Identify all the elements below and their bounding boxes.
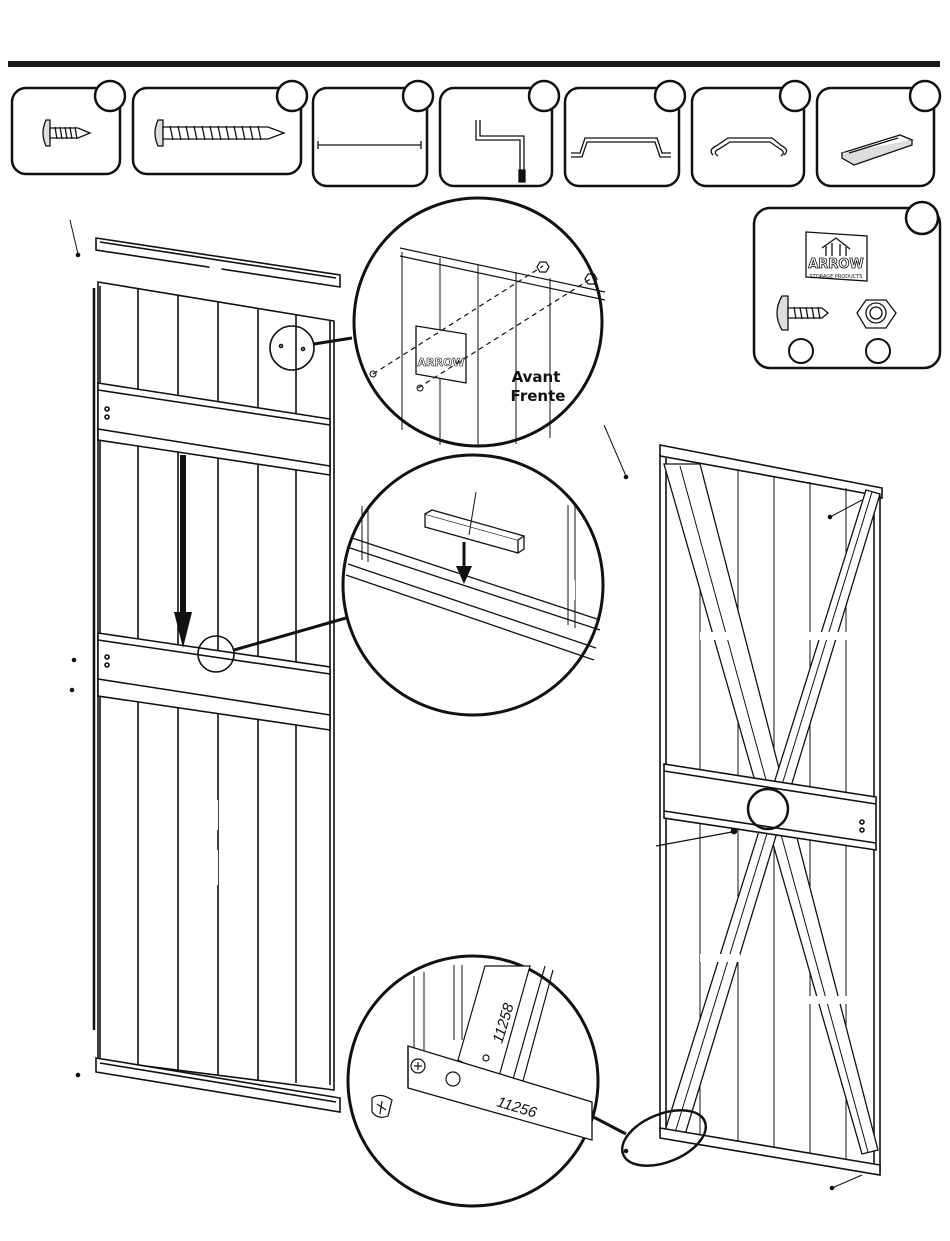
part-card-4 — [440, 81, 559, 186]
left-door-panel — [70, 220, 352, 1112]
right-door-panel — [580, 425, 882, 1190]
logo-plate-text: ARROW — [808, 257, 863, 272]
part-card-1 — [12, 81, 125, 174]
front-label: Avant — [512, 368, 561, 386]
logo-kit-item-1-marker — [789, 339, 813, 363]
part-number-magnifier: 11258 11256 — [348, 956, 598, 1206]
logo-install-magnifier: ARROW Avant Frente — [354, 198, 605, 446]
part-card-5 — [565, 81, 685, 186]
logo-kit-item-2-marker — [866, 339, 890, 363]
slide-block-magnifier — [343, 455, 603, 715]
part-card-3 — [313, 81, 433, 186]
part-card-2 — [133, 81, 307, 174]
logo-plate-subtext: STORAGE PRODUCTS — [809, 274, 862, 280]
logo-kit-card: ARROW STORAGE PRODUCTS — [754, 202, 940, 368]
parts-row — [12, 81, 940, 186]
front-label-es: Frente — [511, 387, 566, 405]
header-rule — [8, 61, 940, 67]
part-card-7 — [817, 81, 940, 186]
part-card-6 — [692, 81, 810, 186]
